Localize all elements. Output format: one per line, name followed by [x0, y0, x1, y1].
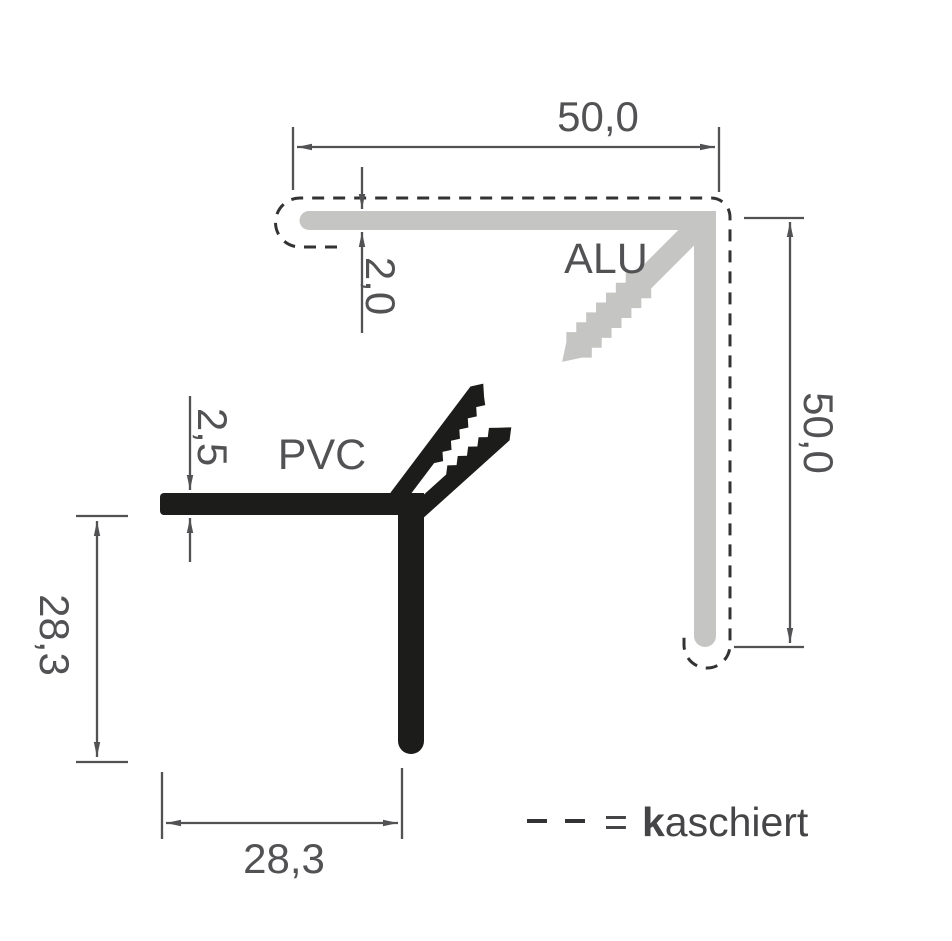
alu-horizontal-arm: [299, 211, 716, 230]
pvc-width-label: 28,3: [243, 835, 325, 882]
legend-term-initial: k: [642, 799, 665, 845]
pvc-horizontal-arm: [160, 493, 424, 515]
alu-serrated-spur: [562, 216, 708, 362]
pvc-thickness-label: 2,5: [189, 408, 236, 466]
kaschiert-dashed-path: [274, 196, 732, 670]
legend-term-rest: aschiert: [665, 799, 809, 845]
alu-profile: [299, 211, 716, 647]
legend: = kaschiert: [527, 799, 809, 845]
pvc-vertical-arm: [398, 493, 424, 754]
alu-kaschiert-outline: [274, 196, 732, 670]
pvc-outer-prong: [390, 383, 486, 503]
dimension-labels: 50,0 50,0 2,0 2,5 28,3 28,3 ALU PVC: [31, 93, 842, 882]
alu-material-label: ALU: [564, 235, 648, 283]
alu-vertical-arm: [694, 211, 716, 647]
legend-equals: =: [604, 799, 628, 845]
pvc-material-label: PVC: [278, 431, 366, 479]
pvc-inner-prong: [409, 427, 512, 521]
pvc-height-label: 28,3: [31, 594, 78, 676]
alu-thickness-label: 2,0: [357, 257, 404, 315]
dimension-lines: [76, 127, 804, 839]
alu-width-label: 50,0: [557, 93, 639, 140]
alu-height-label: 50,0: [795, 392, 842, 474]
pvc-profile: [160, 383, 512, 754]
legend-label: = kaschiert: [604, 799, 809, 845]
